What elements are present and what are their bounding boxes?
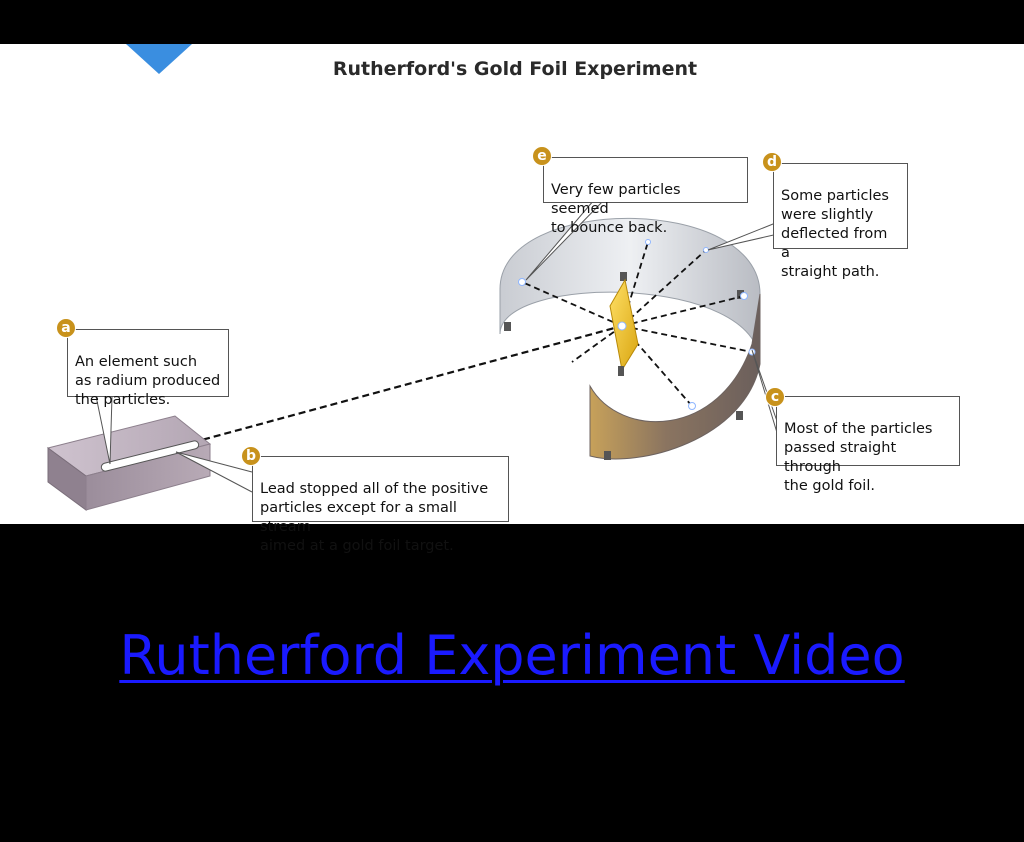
callout-c-text: Most of the particles passed straight th… [784, 421, 933, 494]
callout-d-text: Some particles were slightly deflected f… [781, 188, 889, 280]
deflection-paths [521, 241, 753, 407]
diagram-title: Rutherford's Gold Foil Experiment [332, 58, 698, 80]
foil-stand [618, 366, 624, 376]
callout-e: Very few particles seemed to bounce back… [543, 157, 748, 236]
screen-foot [736, 411, 743, 420]
impact-sparkles [518, 239, 756, 410]
screen-foot [620, 272, 627, 281]
badge-d: d [762, 152, 782, 172]
callout-a: An element such as radium produced the p… [67, 329, 229, 408]
rutherford-video-link[interactable]: Rutherford Experiment Video [119, 624, 905, 687]
badge-b: b [241, 446, 261, 466]
callout-e-text: Very few particles seemed to bounce back… [551, 182, 681, 236]
apparatus-illustration [46, 199, 779, 511]
callout-b-text: Lead stopped all of the positive particl… [260, 481, 489, 554]
radium-source-channel [100, 440, 200, 472]
screen-foot [504, 322, 511, 331]
badge-e: e [532, 146, 552, 166]
badge-c: c [765, 387, 785, 407]
callout-d: Some particles were slightly deflected f… [773, 163, 908, 280]
particle-beam [149, 324, 623, 456]
callout-a-text: An element such as radium produced the p… [75, 354, 221, 408]
diagram-figure: Rutherford's Gold Foil Experiment Very f… [0, 44, 1024, 554]
callout-pointers [95, 199, 779, 493]
callout-b: Lead stopped all of the positive particl… [252, 456, 509, 554]
callout-c: Most of the particles passed straight th… [776, 396, 960, 494]
screen-front-half [589, 293, 761, 460]
decorative-chevron-icon [126, 44, 192, 74]
badge-a: a [56, 318, 76, 338]
screen-foot [604, 451, 611, 460]
